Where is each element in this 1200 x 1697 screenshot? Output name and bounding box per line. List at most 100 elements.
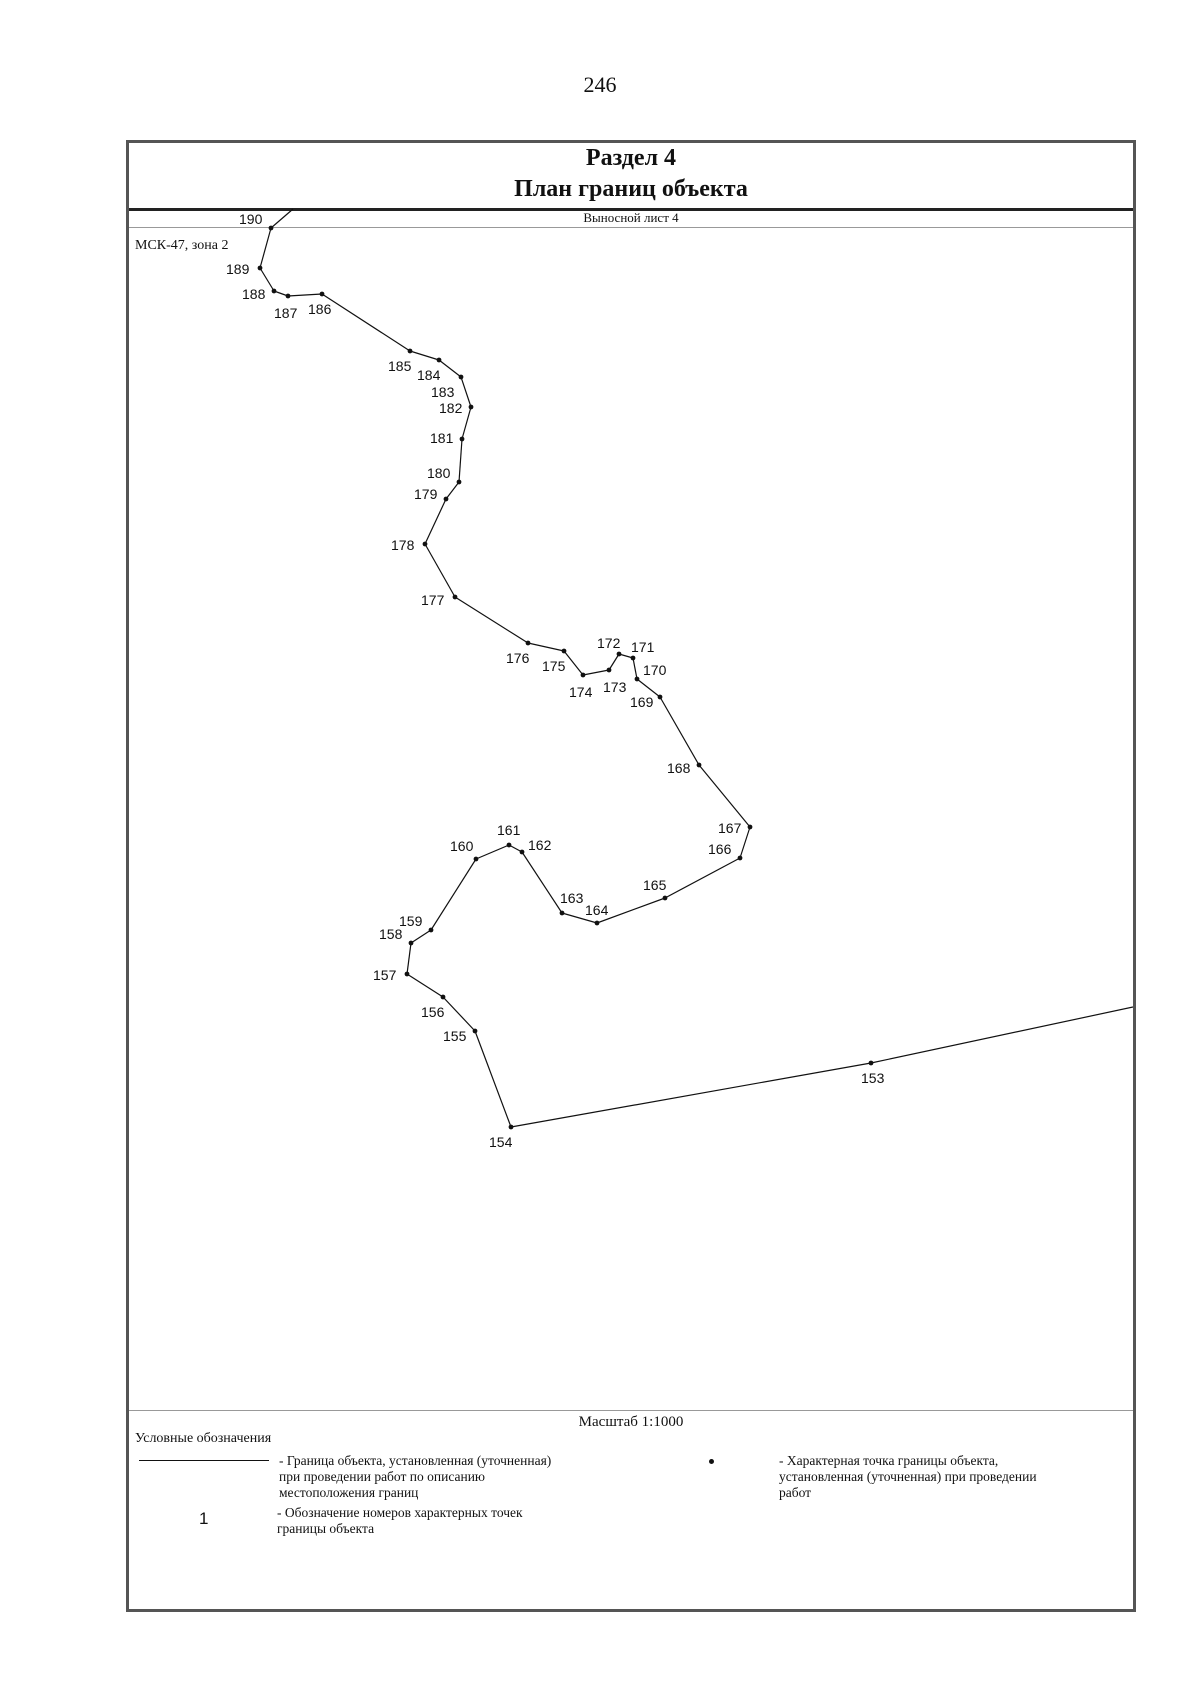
boundary-segment-160-159 — [430, 858, 477, 931]
boundary-segment-187-186 — [287, 293, 323, 297]
point-label-170: 170 — [643, 662, 667, 678]
plan-frame: Раздел 4 План границ объекта Выносной ли… — [126, 140, 1136, 1612]
boundary-point-169 — [657, 694, 663, 700]
point-label-175: 175 — [542, 658, 566, 674]
boundary-segment-163-162 — [521, 851, 563, 914]
legend-point-dot-icon — [709, 1459, 714, 1464]
legend-boundary-line-sample — [139, 1460, 269, 1461]
scale-label: Масштаб 1:1000 — [129, 1410, 1133, 1433]
boundary-segment-189-188 — [259, 267, 275, 292]
boundary-point-179 — [443, 496, 449, 502]
boundary-point-174 — [580, 672, 586, 678]
boundary-point-176 — [525, 640, 531, 646]
boundary-point-171 — [630, 655, 636, 661]
boundary-point-154 — [508, 1124, 514, 1130]
boundary-segment-185-184 — [409, 350, 440, 361]
point-label-188: 188 — [242, 286, 266, 302]
boundary-point-181 — [459, 436, 465, 442]
point-label-162: 162 — [528, 837, 552, 853]
point-label-186: 186 — [308, 301, 332, 317]
point-label-178: 178 — [391, 537, 415, 553]
point-label-154: 154 — [489, 1134, 513, 1150]
boundary-segment-entry — [270, 208, 294, 229]
boundary-segment-170-169 — [636, 678, 661, 698]
boundary-segment-186-185 — [321, 293, 411, 352]
boundary-segment-156-155 — [442, 996, 476, 1032]
legend-boundary-text-1: - Граница объекта, установленная (уточне… — [279, 1453, 552, 1468]
boundary-point-183 — [458, 374, 464, 380]
point-label-182: 182 — [439, 400, 463, 416]
boundary-segment-184-183 — [438, 359, 462, 378]
plan-title: План границ объекта — [514, 176, 748, 202]
point-label-176: 176 — [506, 650, 530, 666]
boundary-point-157 — [404, 971, 410, 977]
point-label-171: 171 — [631, 639, 655, 655]
boundary-segment-175-174 — [563, 650, 584, 676]
legend-boundary-text-3: местоположения границ — [279, 1485, 419, 1500]
boundary-point-165 — [662, 895, 668, 901]
legend-title: Условные обозначения — [135, 1431, 272, 1446]
boundary-point-168 — [696, 762, 702, 768]
point-label-156: 156 — [421, 1004, 445, 1020]
legend-number-text: - Обозначение номеров характерных точек … — [277, 1505, 523, 1537]
point-label-189: 189 — [226, 261, 250, 277]
legend-number-text-2: границы объекта — [277, 1521, 375, 1536]
boundary-segment-190-189 — [259, 227, 272, 269]
boundary-point-158 — [408, 940, 414, 946]
boundary-segment-167-166 — [739, 826, 751, 859]
point-label-179: 179 — [414, 486, 438, 502]
boundary-segment-171-170 — [632, 657, 638, 680]
boundary-point-182 — [468, 404, 474, 410]
boundary-point-159 — [428, 927, 434, 933]
point-label-159: 159 — [399, 913, 423, 929]
page-number: 246 — [583, 72, 617, 97]
boundary-segment-173-172 — [608, 653, 620, 671]
point-label-180: 180 — [427, 465, 451, 481]
boundary-segment-164-163 — [561, 912, 598, 924]
boundary-segment-155-154 — [474, 1030, 512, 1128]
point-label-173: 173 — [603, 679, 627, 695]
boundary-segment-174-173 — [582, 669, 610, 676]
boundary-point-178 — [422, 541, 428, 547]
boundary-segment-176-175 — [527, 642, 565, 652]
point-label-157: 157 — [373, 967, 397, 983]
boundary-point-161 — [506, 842, 512, 848]
boundary-segment-161-160 — [475, 844, 510, 860]
boundary-point-167 — [747, 824, 753, 830]
boundary-point-166 — [737, 855, 743, 861]
boundary-segment-181-180 — [458, 438, 463, 483]
boundary-segment-154-153 — [510, 1062, 872, 1128]
boundary-point-155 — [472, 1028, 478, 1034]
point-label-181: 181 — [430, 430, 454, 446]
boundary-point-153 — [868, 1060, 874, 1066]
boundary-point-163 — [559, 910, 565, 916]
coordinate-system-label: МСК-47, зона 2 — [135, 238, 229, 253]
boundary-point-177 — [452, 594, 458, 600]
point-label-174: 174 — [569, 684, 593, 700]
boundary-point-185 — [407, 348, 413, 354]
boundary-point-170 — [634, 676, 640, 682]
legend-number-text-1: - Обозначение номеров характерных точек — [277, 1505, 523, 1520]
point-label-190: 190 — [239, 211, 263, 227]
point-label-166: 166 — [708, 841, 732, 857]
boundary-point-175 — [561, 648, 567, 654]
point-label-165: 165 — [643, 877, 667, 893]
point-label-155: 155 — [443, 1028, 467, 1044]
sheet-label: Выносной лист 4 — [129, 208, 1133, 228]
boundary-point-173 — [606, 667, 612, 673]
boundary-segment-178-177 — [424, 543, 456, 598]
boundary-point-187 — [285, 293, 291, 299]
point-label-167: 167 — [718, 820, 742, 836]
boundary-segment-166-165 — [664, 857, 741, 899]
boundary-segment-162-161 — [508, 844, 523, 853]
boundary-segment-183-182 — [460, 376, 472, 408]
boundary-point-172 — [616, 651, 622, 657]
section-title: Раздел 4 — [585, 145, 677, 171]
boundary-point-190 — [268, 225, 274, 231]
boundary-point-164 — [594, 920, 600, 926]
boundary-point-189 — [257, 265, 263, 271]
point-label-184: 184 — [417, 367, 441, 383]
boundary-segment-172-171 — [618, 653, 634, 659]
point-label-187: 187 — [274, 305, 298, 321]
boundary-segment-158-157 — [406, 942, 412, 975]
